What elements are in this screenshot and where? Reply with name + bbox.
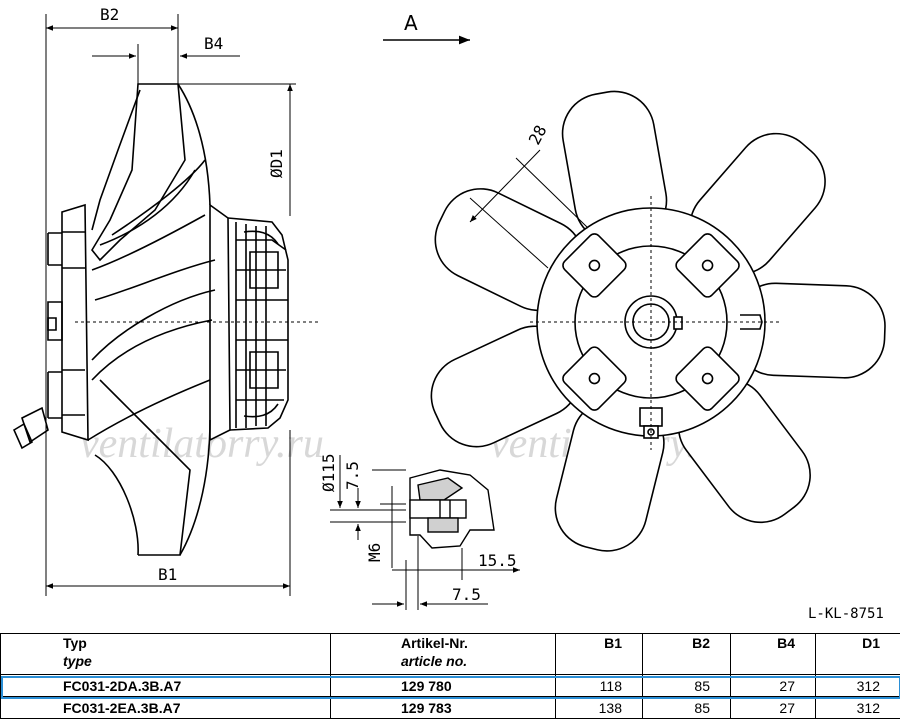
header-b2: B2	[642, 633, 731, 675]
header-b4: B4	[730, 633, 816, 675]
dim-b2	[45, 14, 179, 596]
cell-b2: 85	[642, 674, 731, 697]
header-article-en: article no.	[401, 653, 468, 669]
header-b1: B1	[555, 633, 643, 675]
cell-b4: 27	[730, 696, 816, 719]
technical-drawing: ventilatorry.ru ventilatorry.ru	[12, 5, 886, 622]
dim-15-5-label: 15.5	[478, 551, 517, 570]
watermark-left: ventilatorry.ru	[80, 421, 324, 467]
dim-b1	[46, 430, 291, 596]
dim-d1	[178, 83, 296, 216]
cell-d1: 312	[815, 696, 900, 719]
cell-type: FC031-2EA.3B.A7	[0, 696, 331, 719]
header-d1: D1	[815, 633, 900, 675]
dim-b1-label: B1	[158, 565, 177, 584]
detail-view	[409, 469, 495, 549]
table-row[interactable]: FC031-2DA.3B.A7 129 780 118 85 27 312	[0, 674, 900, 697]
dim-d1-label: ØD1	[267, 149, 286, 178]
table-row[interactable]: FC031-2EA.3B.A7 129 783 138 85 27 312	[0, 696, 900, 719]
cell-d1: 312	[815, 674, 900, 697]
cell-b4: 27	[730, 674, 816, 697]
dim-7-5-horiz-label: 7.5	[452, 585, 481, 604]
dim-b4	[92, 44, 240, 84]
cell-b1: 118	[555, 674, 643, 697]
dim-7-5-vert-label: 7.5	[343, 461, 362, 490]
dim-m6-label: M6	[365, 543, 384, 562]
dim-b2-label: B2	[100, 5, 119, 24]
cell-article: 129 780	[330, 674, 556, 697]
dim-115-label: Ø115	[319, 453, 338, 492]
cell-type: FC031-2DA.3B.A7	[0, 674, 331, 697]
cell-b2: 85	[642, 696, 731, 719]
header-type-en: type	[63, 653, 92, 669]
dim-28	[469, 149, 589, 269]
cell-b1: 138	[555, 696, 643, 719]
header-type: Typ type	[0, 633, 331, 675]
drawing-reference: L-KL-8751	[808, 606, 884, 622]
header-article-de: Artikel-Nr.	[401, 635, 468, 651]
spec-table: Typ type Artikel-Nr. article no. B1 B2 B…	[0, 633, 900, 719]
header-article: Artikel-Nr. article no.	[330, 633, 556, 675]
dim-28-label: 28	[525, 122, 551, 148]
cell-article: 129 783	[330, 696, 556, 719]
side-view	[12, 83, 289, 556]
front-view	[430, 90, 886, 552]
dim-b4-label: B4	[204, 34, 223, 53]
view-a-label: A	[404, 11, 418, 35]
detail-dims	[330, 455, 520, 610]
table-header-row: Typ type Artikel-Nr. article no. B1 B2 B…	[0, 633, 900, 675]
header-type-de: Typ	[63, 635, 87, 651]
